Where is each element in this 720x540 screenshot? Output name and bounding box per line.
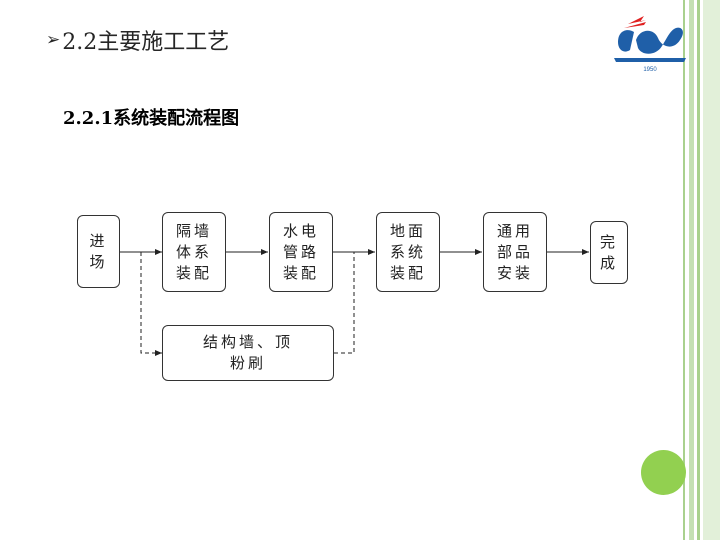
- flow-step-label: 隔墙 体系 装配: [175, 221, 212, 282]
- decor-stripe: [697, 0, 700, 540]
- flow-step-partition: 隔墙 体系 装配: [162, 212, 226, 292]
- flow-step-floor: 地面 系统 装配: [376, 212, 440, 292]
- flow-step-parts: 通用 部品 安装: [483, 212, 547, 292]
- decor-circle: [641, 450, 686, 495]
- flow-step-label: 地面 系统 装配: [389, 221, 426, 282]
- decor-stripe: [703, 0, 720, 540]
- decor-stripe: [683, 0, 685, 540]
- flow-step-label: 通用 部品 安装: [496, 221, 533, 282]
- bullet-arrow-icon: ➢: [46, 30, 61, 50]
- flow-step-label: 水电 管路 装配: [282, 221, 319, 282]
- flow-step-label: 完 成: [599, 232, 618, 272]
- flow-step-branch: 结构墙、顶 粉刷: [162, 325, 334, 381]
- flag-icon: [628, 16, 646, 24]
- dashed-branch-out: [334, 252, 355, 354]
- dashed-branch-in: [140, 252, 162, 356]
- section-title: 2.2.1系统装配流程图: [63, 108, 240, 129]
- decor-stripe: [689, 0, 694, 540]
- flow-step-label: 进 场: [89, 231, 108, 271]
- university-logo: 1950: [614, 16, 686, 73]
- logo-year: 1950: [643, 67, 657, 73]
- page-title: ➢ 2.2主要施工工艺: [46, 24, 229, 56]
- page-title-text: 2.2主要施工工艺: [62, 30, 230, 55]
- flow-step-mep: 水电 管路 装配: [269, 212, 333, 292]
- flow-step-label: 结构墙、顶 粉刷: [202, 333, 293, 372]
- flow-step-start: 进 场: [77, 215, 120, 288]
- flow-step-end: 完 成: [590, 221, 628, 284]
